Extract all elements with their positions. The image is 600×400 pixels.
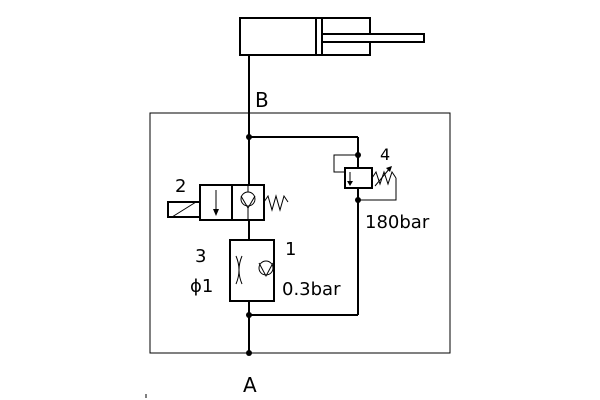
relief-valve-setting: 180bar xyxy=(365,212,430,233)
cylinder-rod xyxy=(321,33,425,43)
port-b-label: B xyxy=(255,88,269,112)
relief-adjust-arrow xyxy=(374,167,391,187)
valve-2-number: 2 xyxy=(175,176,186,197)
valve-spring xyxy=(263,194,289,212)
circuit-boundary-frame xyxy=(149,112,451,354)
orifice-number: 3 xyxy=(195,246,206,267)
hydraulic-cylinder xyxy=(239,17,425,56)
relief-valve-body xyxy=(344,167,373,189)
orifice-check-body xyxy=(229,239,275,302)
valve-flow-arrowhead xyxy=(213,209,219,216)
orifice-right-curve xyxy=(238,255,243,285)
relief-valve-number: 4 xyxy=(380,145,390,164)
check-valve-number: 1 xyxy=(285,239,296,260)
relief-spring xyxy=(371,170,397,186)
orifice-check-block xyxy=(229,239,275,302)
check-valve-seat xyxy=(258,262,274,278)
relief-pilot-line xyxy=(333,154,358,173)
port-a-label: A xyxy=(243,373,257,397)
relief-adjust-arrowhead xyxy=(386,166,392,172)
relief-drain-line xyxy=(358,178,397,201)
junction-dot-port-a xyxy=(246,350,252,356)
solenoid-valve-2 xyxy=(167,184,289,221)
relief-valve-4 xyxy=(333,154,397,201)
relief-flow-arrowhead xyxy=(347,181,353,186)
check-valve-pressure: 0.3bar xyxy=(282,279,341,300)
orifice-diameter: ϕ1 xyxy=(190,276,213,297)
solenoid-diagonal xyxy=(171,201,197,218)
